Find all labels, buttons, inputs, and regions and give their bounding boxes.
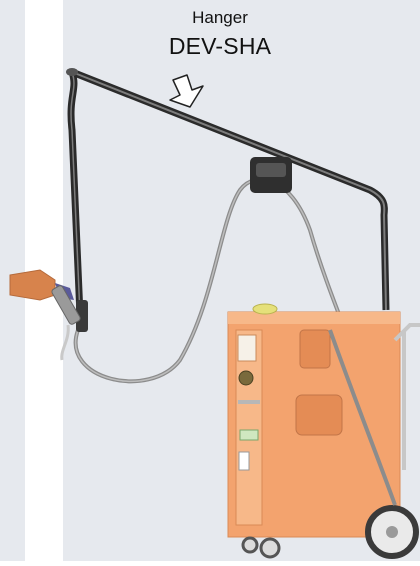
switch-panel: [239, 452, 249, 470]
holster-bottom: [296, 395, 342, 435]
label-plate: [238, 335, 256, 361]
vacuum-cabinet: [228, 304, 420, 537]
caster-left: [261, 539, 279, 557]
caption-label: Hanger: [0, 8, 420, 28]
holster-top: [300, 330, 330, 368]
gauge-icon: [239, 371, 253, 385]
top-cap: [253, 304, 277, 314]
indicator-label: [240, 430, 258, 440]
caption-model: DEV-SHA: [0, 33, 420, 60]
handle-bar: [238, 400, 260, 404]
caster-front: [243, 538, 257, 552]
